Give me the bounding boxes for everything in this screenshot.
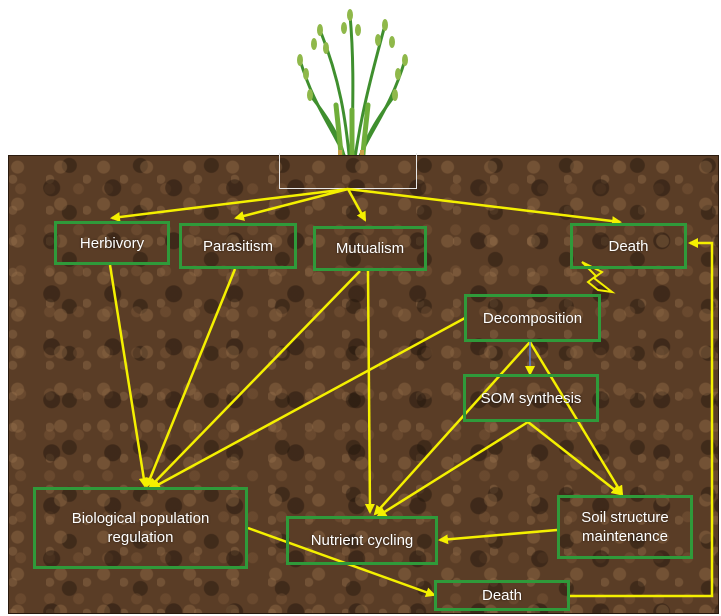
- arrow-decomposition-to-regulation: [152, 318, 465, 488]
- arrow-plant-to-herbivory: [112, 189, 348, 218]
- node-death-top: Death: [570, 223, 687, 269]
- node-death-bottom: Death: [434, 580, 570, 611]
- arrow-som-to-soil: [528, 422, 620, 494]
- node-decomposition: Decomposition: [464, 294, 601, 342]
- arrow-mutualism-to-nutrient: [368, 271, 370, 512]
- node-biological-population-regulation: Biological population regulation: [33, 487, 248, 569]
- arrow-plant-to-death-top: [348, 189, 620, 222]
- arrow-decomposition-to-nutrient: [375, 342, 530, 514]
- arrow-som-to-nutrient: [378, 422, 528, 516]
- node-soil-structure-maintenance: Soil structure maintenance: [557, 495, 693, 559]
- node-herbivory: Herbivory: [54, 221, 170, 265]
- arrow-soil-to-nutrient: [440, 530, 557, 540]
- arrow-plant-to-mutualism: [348, 189, 365, 220]
- node-parasitism: Parasitism: [179, 223, 297, 269]
- arrow-plant-to-parasitism: [236, 189, 348, 218]
- arrow-herbivory-to-regulation: [110, 265, 145, 486]
- node-som-synthesis: SOM synthesis: [463, 374, 599, 422]
- node-mutualism: Mutualism: [313, 226, 427, 271]
- arrow-mutualism-to-regulation: [150, 271, 360, 487]
- arrow-parasitism-to-regulation: [147, 269, 235, 486]
- node-nutrient-cycling: Nutrient cycling: [286, 516, 438, 565]
